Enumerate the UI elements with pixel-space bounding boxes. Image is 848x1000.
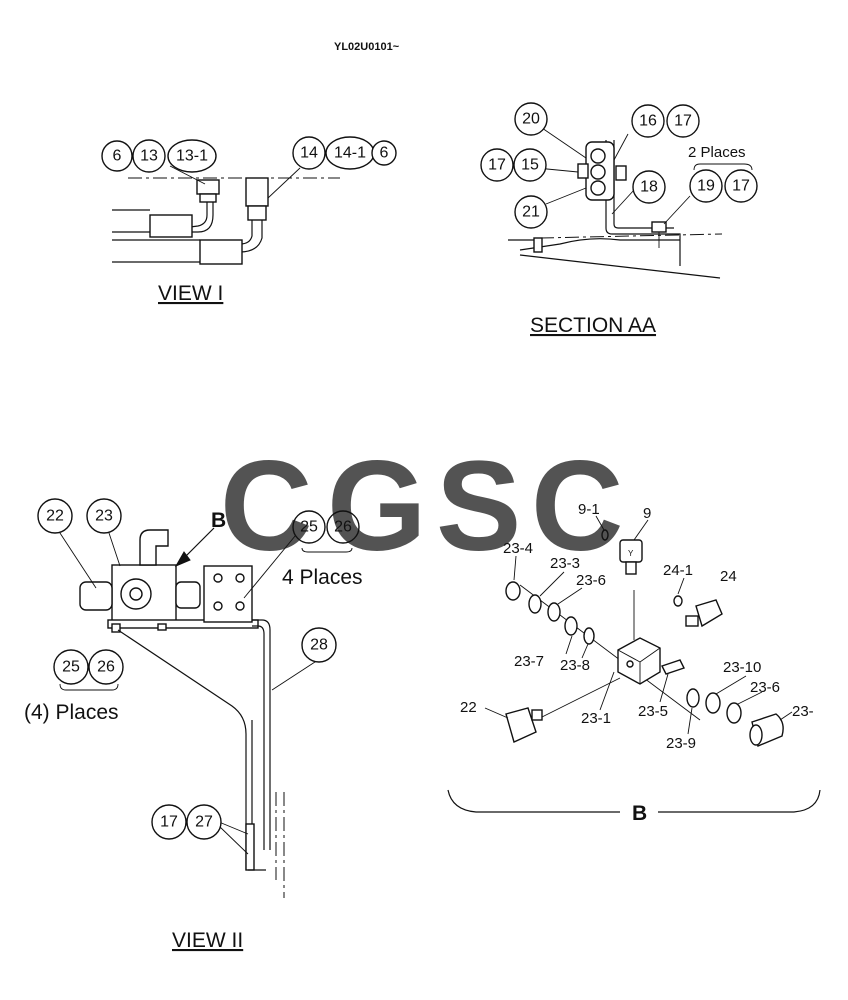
section-aa-title: SECTION AA [530, 314, 656, 337]
callout-18: 18 [632, 170, 666, 204]
svg-text:27: 27 [195, 814, 213, 831]
callout-17-a: 17 [666, 104, 700, 138]
watermark-letter-s: S [436, 435, 521, 578]
callout-14-1: 14-1 [325, 136, 375, 170]
callout-25-b: 25 [53, 649, 89, 685]
callout-6: 6 [101, 140, 133, 172]
callout-27: 27 [186, 804, 222, 840]
part-24: 24 [720, 568, 737, 585]
part-23-4: 23-4 [503, 540, 533, 557]
svg-text:26: 26 [334, 519, 352, 536]
svg-text:26: 26 [97, 659, 115, 676]
callout-17-c: 17 [724, 169, 758, 203]
view-1-title: VIEW I [158, 282, 223, 305]
callout-22: 22 [37, 498, 73, 534]
svg-text:17: 17 [674, 113, 692, 130]
callout-15: 15 [513, 148, 547, 182]
svg-text:19: 19 [697, 178, 715, 195]
callout-23: 23 [86, 498, 122, 534]
part-23-5: 23-5 [638, 703, 668, 720]
watermark-letter-c2: C [531, 435, 623, 578]
callout-26-b: 26 [88, 649, 124, 685]
callout-17-b: 17 [480, 148, 514, 182]
part-23-plug: 23- [792, 703, 814, 720]
view-1: 6 13 13-1 14 14-1 6 VIEW I [101, 136, 397, 305]
callout-19: 19 [689, 169, 723, 203]
callout-20: 20 [514, 102, 548, 136]
part-23-1: 23-1 [581, 710, 611, 727]
svg-text:22: 22 [46, 508, 64, 525]
part-23-6-b: 23-6 [750, 679, 780, 696]
svg-text:25: 25 [300, 519, 318, 536]
svg-text:21: 21 [522, 204, 540, 221]
callout-26-a: 26 [326, 510, 360, 544]
view-2: 22 23 25 26 25 26 28 17 [24, 498, 363, 952]
part-23-6-a: 23-6 [576, 572, 606, 589]
callout-25-a: 25 [292, 510, 326, 544]
callout-28: 28 [301, 627, 337, 663]
svg-text:16: 16 [639, 113, 657, 130]
serial-number: YL02U0101~ [334, 41, 400, 53]
part-23-9: 23-9 [666, 735, 696, 752]
view-2-title: VIEW II [172, 929, 243, 952]
svg-text:Y: Y [628, 549, 634, 558]
detail-b: Y [447, 501, 821, 825]
svg-text:6: 6 [113, 148, 122, 165]
part-23-10: 23-10 [723, 659, 761, 676]
svg-text:18: 18 [640, 179, 658, 196]
cgsc-watermark: C G S C [220, 435, 623, 578]
svg-text:25: 25 [62, 659, 80, 676]
callout-6b: 6 [371, 140, 397, 166]
callout-13-1: 13-1 [167, 139, 217, 173]
part-23-3: 23-3 [550, 555, 580, 572]
view-2-note-left: (4) Places [24, 701, 119, 724]
callout-14: 14 [292, 136, 326, 170]
section-aa: 20 16 17 17 15 18 21 19 [480, 102, 758, 337]
svg-text:17: 17 [160, 814, 178, 831]
svg-text:28: 28 [310, 637, 328, 654]
part-23-8: 23-8 [560, 657, 590, 674]
callout-16: 16 [631, 104, 665, 138]
view-2-note-right: 4 Places [282, 566, 363, 589]
section-aa-note: 2 Places [688, 144, 746, 161]
view-2-marker-b: B [211, 509, 226, 532]
svg-text:17: 17 [732, 178, 750, 195]
callout-13: 13 [132, 139, 166, 173]
svg-text:17: 17 [488, 157, 506, 174]
svg-text:13-1: 13-1 [176, 148, 208, 165]
part-22: 22 [460, 699, 477, 716]
part-9-1: 9-1 [578, 501, 600, 518]
detail-b-label: B [632, 802, 647, 825]
part-9: 9 [643, 505, 651, 522]
svg-text:15: 15 [521, 157, 539, 174]
svg-text:20: 20 [522, 111, 540, 128]
callout-17-d: 17 [151, 804, 187, 840]
watermark-letter-c1: C [220, 435, 312, 578]
watermark-letter-g: G [327, 435, 427, 578]
svg-text:14-1: 14-1 [334, 145, 366, 162]
part-23-7: 23-7 [514, 653, 544, 670]
svg-text:14: 14 [300, 145, 318, 162]
svg-text:23: 23 [95, 508, 113, 525]
callout-21: 21 [514, 195, 548, 229]
part-24-1: 24-1 [663, 562, 693, 579]
svg-text:13: 13 [140, 148, 158, 165]
svg-text:6: 6 [380, 145, 389, 162]
